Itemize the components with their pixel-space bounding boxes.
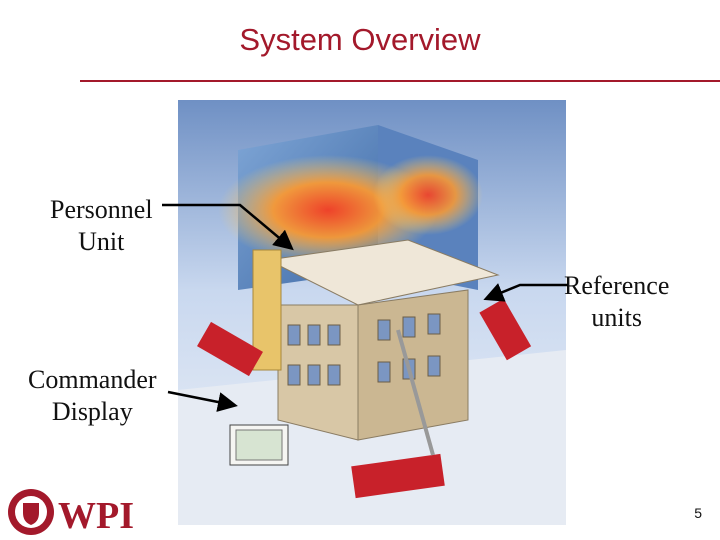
commander-display-label: Commander Display [28, 364, 157, 428]
slide-title: System Overview [239, 22, 481, 57]
personnel-unit-label-line2: Unit [78, 227, 125, 256]
reference-units-label-line1: Reference [564, 271, 670, 300]
personnel-unit-label-line1: Personnel [50, 195, 153, 224]
title-underline [80, 80, 720, 82]
commander-display-label-line1: Commander [28, 365, 157, 394]
slide-number: 5 [694, 505, 702, 521]
personnel-unit-label: Personnel Unit [50, 194, 153, 258]
wpi-logo: WPI [8, 489, 134, 537]
reference-units-label: Reference units [564, 270, 669, 334]
wpi-logo-wordmark: WPI [58, 495, 134, 537]
reference-units-label-line2: units [591, 303, 642, 332]
building-illustration [178, 100, 566, 525]
commander-display-label-line2: Display [51, 397, 133, 426]
